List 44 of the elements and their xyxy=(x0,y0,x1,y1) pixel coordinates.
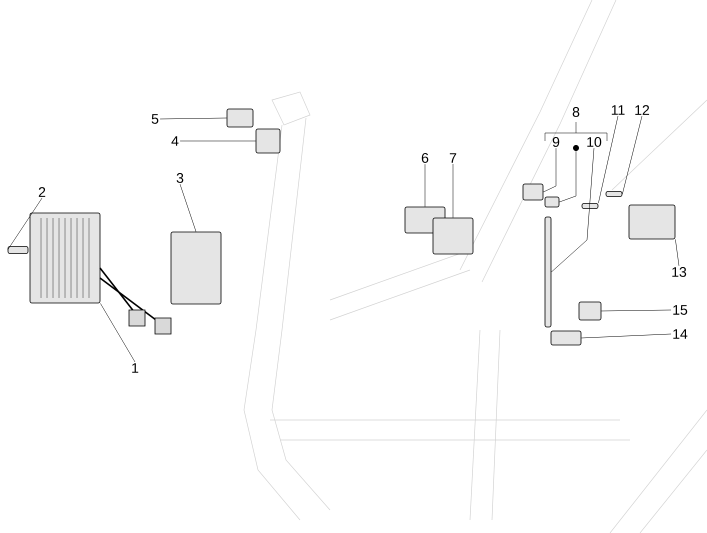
callout-number: 8 xyxy=(572,107,580,117)
clip-drawing xyxy=(544,196,560,208)
callout-number: 6 xyxy=(422,153,428,163)
leader-line xyxy=(180,140,256,142)
bracket-drawing xyxy=(170,232,222,304)
lever-drawing xyxy=(522,184,544,200)
callout-number: 3 xyxy=(176,173,184,183)
leader-line xyxy=(424,164,426,207)
callout-number: 15 xyxy=(673,305,688,315)
relay-drawing xyxy=(256,128,280,154)
callout-number: 2 xyxy=(38,187,46,197)
callout-number: 7 xyxy=(450,153,456,163)
leader-line xyxy=(160,118,227,120)
callout-number: 13 xyxy=(672,267,686,277)
leader-line xyxy=(598,116,618,204)
sensor-drawing xyxy=(628,204,676,240)
leader-line xyxy=(7,198,42,250)
regulator-drawing xyxy=(30,212,172,334)
screw-drawing xyxy=(606,191,622,197)
relay-holder-drawing xyxy=(432,218,474,254)
leader-line xyxy=(559,150,576,202)
leader-line xyxy=(100,303,136,362)
bolt-drawing xyxy=(8,246,28,254)
sensor-arm-drawing xyxy=(550,330,582,346)
leader-line xyxy=(452,164,454,218)
relay-cap-drawing xyxy=(226,108,254,128)
callout-number: 14 xyxy=(673,329,688,339)
leader-line xyxy=(622,116,642,194)
rubber-bushing-drawing xyxy=(578,302,602,320)
leader-line xyxy=(180,184,196,232)
leader-line xyxy=(581,334,672,338)
leader-line xyxy=(551,148,594,272)
callout-number: 9 xyxy=(552,137,560,147)
callout-number: 5 xyxy=(152,114,158,124)
screw-drawing xyxy=(582,203,598,209)
callout-number: 11 xyxy=(612,105,625,115)
callout-number: 1 xyxy=(132,363,138,373)
leader-line xyxy=(543,148,556,192)
callout-number: 10 xyxy=(587,137,602,147)
callout-number: 4 xyxy=(171,136,178,146)
leader-line xyxy=(601,310,672,312)
rod-drawing xyxy=(544,216,552,328)
callout-number: 12 xyxy=(635,105,650,115)
leader-line xyxy=(675,239,680,266)
